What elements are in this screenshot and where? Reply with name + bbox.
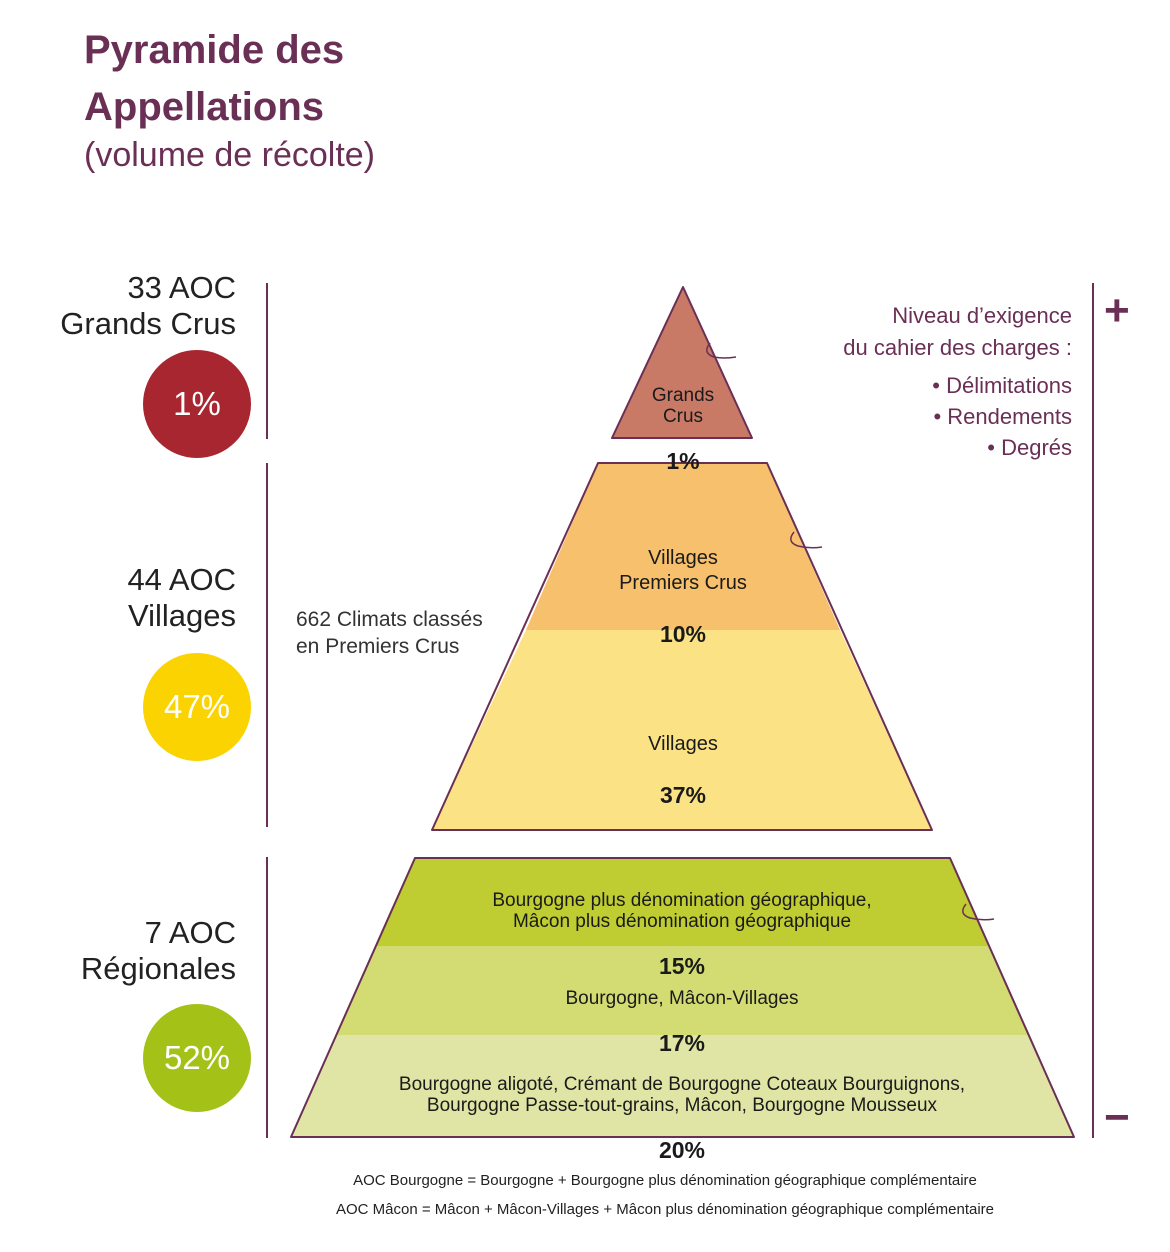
tier-shape-grands-crus xyxy=(611,286,753,439)
tier-name: Bourgogne plus dénomination géographique… xyxy=(492,890,872,932)
hook-accent xyxy=(706,342,737,359)
minus-icon: − xyxy=(1104,1093,1130,1142)
tier-label-regional-villages: Bourgogne, Mâcon-Villages 17% xyxy=(382,967,982,1077)
share-value: 1% xyxy=(173,385,221,422)
tier-label-grands-crus: Grands Crus 1% xyxy=(583,364,783,495)
footnote-aoc-macon: AOC Mâcon = Mâcon + Mâcon-Villages + Mâc… xyxy=(335,1201,994,1218)
tier-percent: 10% xyxy=(659,621,707,647)
share-bubble-villages: 47% xyxy=(143,653,251,761)
share-bubble-grands-crus: 1% xyxy=(143,350,251,458)
tier-percent: 15% xyxy=(658,953,706,979)
climats-note: 662 Climats classés en Premiers Crus xyxy=(296,608,483,658)
tier-shape-villages xyxy=(432,630,932,830)
group-label-villages: 44 AOC Villages xyxy=(127,562,236,633)
page-title: Pyramide des Appellations xyxy=(84,28,345,129)
tier-name: Villages Premiers Crus xyxy=(619,547,747,594)
tier-shape-villages-outline xyxy=(431,462,933,831)
group-label-grands-crus: 33 AOC Grands Crus xyxy=(60,270,236,341)
requirement-scale-line xyxy=(1092,283,1094,1138)
criterion-rendements: • Rendements xyxy=(933,404,1072,429)
tier-percent: 17% xyxy=(658,1030,706,1056)
tier-label-villages-premiers-crus: Villages Premiers Crus 10% xyxy=(533,521,833,672)
tier-name: Villages xyxy=(648,733,718,755)
tier-label-regional-base: Bourgogne aligoté, Crémant de Bourgogne … xyxy=(332,1053,1032,1184)
share-bubble-regionales: 52% xyxy=(143,1004,251,1112)
hook-accent xyxy=(790,531,823,549)
tier-shape-villages-premiers-crus xyxy=(526,463,840,630)
tier-shape-regional-base xyxy=(291,1035,1074,1137)
requirements-panel: Niveau d’exigence du cahier des charges … xyxy=(843,300,1072,463)
tier-label-regional-geo: Bourgogne plus dénomination géographique… xyxy=(382,869,982,1000)
hook-accent xyxy=(962,903,995,921)
tier-shape-regional-geo xyxy=(376,858,988,946)
criterion-degres: • Degrés xyxy=(987,435,1072,460)
tier-name: Bourgogne, Mâcon-Villages xyxy=(565,988,799,1009)
tier-name: Bourgogne aligoté, Crémant de Bourgogne … xyxy=(398,1074,966,1116)
tier-name: Grands Crus xyxy=(651,385,715,427)
page-subtitle: (volume de récolte) xyxy=(84,136,376,174)
tier-shape-regional-villages xyxy=(336,946,1030,1035)
requirements-heading-line1: Niveau d’exigence xyxy=(892,303,1072,328)
criterion-delimitations: • Délimitations xyxy=(932,373,1072,398)
group-divider-line xyxy=(266,283,268,439)
tier-percent: 37% xyxy=(659,782,707,808)
share-value: 47% xyxy=(163,688,231,725)
tier-percent: 20% xyxy=(658,1137,706,1163)
tier-label-villages: Villages 37% xyxy=(533,707,833,833)
group-label-regionales: 7 AOC Régionales xyxy=(80,915,236,986)
plus-icon: + xyxy=(1104,286,1130,335)
requirements-heading-line2: du cahier des charges : xyxy=(843,335,1072,360)
tier-percent: 1% xyxy=(666,448,700,474)
tier-shape-regional-outline xyxy=(290,857,1075,1138)
group-divider-line xyxy=(266,857,268,1138)
footnote-aoc-bourgogne: AOC Bourgogne = Bourgogne + Bourgogne pl… xyxy=(353,1172,977,1189)
share-value: 52% xyxy=(163,1039,231,1076)
group-divider-line xyxy=(266,463,268,827)
